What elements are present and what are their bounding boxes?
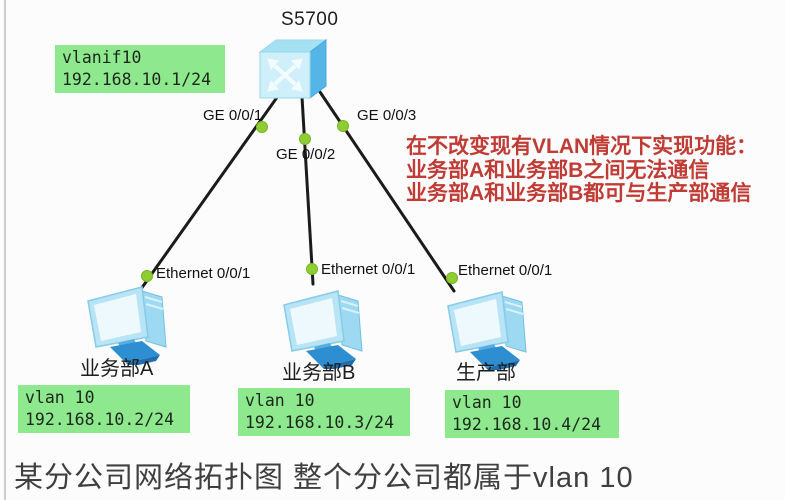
port-dot: [306, 263, 318, 275]
port-dot: [141, 270, 153, 282]
port-dots: [141, 120, 458, 284]
host-name-label: 生产部: [456, 362, 516, 384]
host-vlan-label: vlan 10 192.168.10.3/24: [238, 388, 410, 436]
vlanif-label: vlanif10 192.168.10.1/24: [55, 45, 225, 93]
host-name-label: 业务部B: [282, 362, 356, 384]
port-dot: [256, 121, 268, 133]
port-dot: [337, 120, 349, 132]
host-vlan: vlan 10: [452, 393, 522, 412]
port-dot: [299, 133, 311, 145]
host-vlan-label: vlan 10 192.168.10.2/24: [18, 385, 190, 433]
diagram-caption: 某分公司网络拓扑图 整个分公司都属于vlan 10: [14, 462, 634, 494]
port-dot: [446, 272, 458, 284]
host-vlan: vlan 10: [245, 391, 315, 410]
switch-icon: [258, 39, 328, 99]
vlanif-ip: 192.168.10.1/24: [62, 70, 212, 89]
switch-arrows-glyph: [267, 58, 303, 92]
switch-name-label: S5700: [281, 9, 339, 30]
requirement-line: 业务部A和业务部B之间无法通信: [406, 158, 710, 182]
port-label-ge-0-0-1: GE 0/0/1: [203, 107, 263, 124]
host-ip: 192.168.10.2/24: [25, 410, 175, 429]
host-port-label: Ethernet 0/0/1: [321, 261, 416, 278]
port-label-ge-0-0-3: GE 0/0/3: [357, 107, 417, 124]
requirement-note: 在不改变现有VLAN情况下实现功能： 业务部A和业务部B之间无法通信 业务部A和…: [406, 135, 785, 206]
vlanif-name: vlanif10: [62, 48, 142, 67]
port-label-ge-0-0-2: GE 0/0/2: [276, 146, 336, 163]
requirement-line: 业务部A和业务部B都可与生产部通信: [406, 182, 752, 205]
host-name-label: 业务部A: [80, 358, 154, 380]
left-border-line: [4, 0, 6, 500]
host-port-label: Ethernet 0/0/1: [458, 262, 553, 279]
host-vlan-label: vlan 10 192.168.10.4/24: [445, 390, 619, 438]
link-switch-hostB: [300, 95, 315, 286]
link-switch-hostA: [139, 94, 280, 291]
host-vlan: vlan 10: [25, 388, 95, 407]
host-ip: 192.168.10.4/24: [452, 415, 602, 434]
requirement-line: 在不改变现有VLAN情况下实现功能：: [406, 135, 758, 158]
host-port-label: Ethernet 0/0/1: [156, 265, 251, 282]
host-ip: 192.168.10.3/24: [245, 413, 395, 432]
